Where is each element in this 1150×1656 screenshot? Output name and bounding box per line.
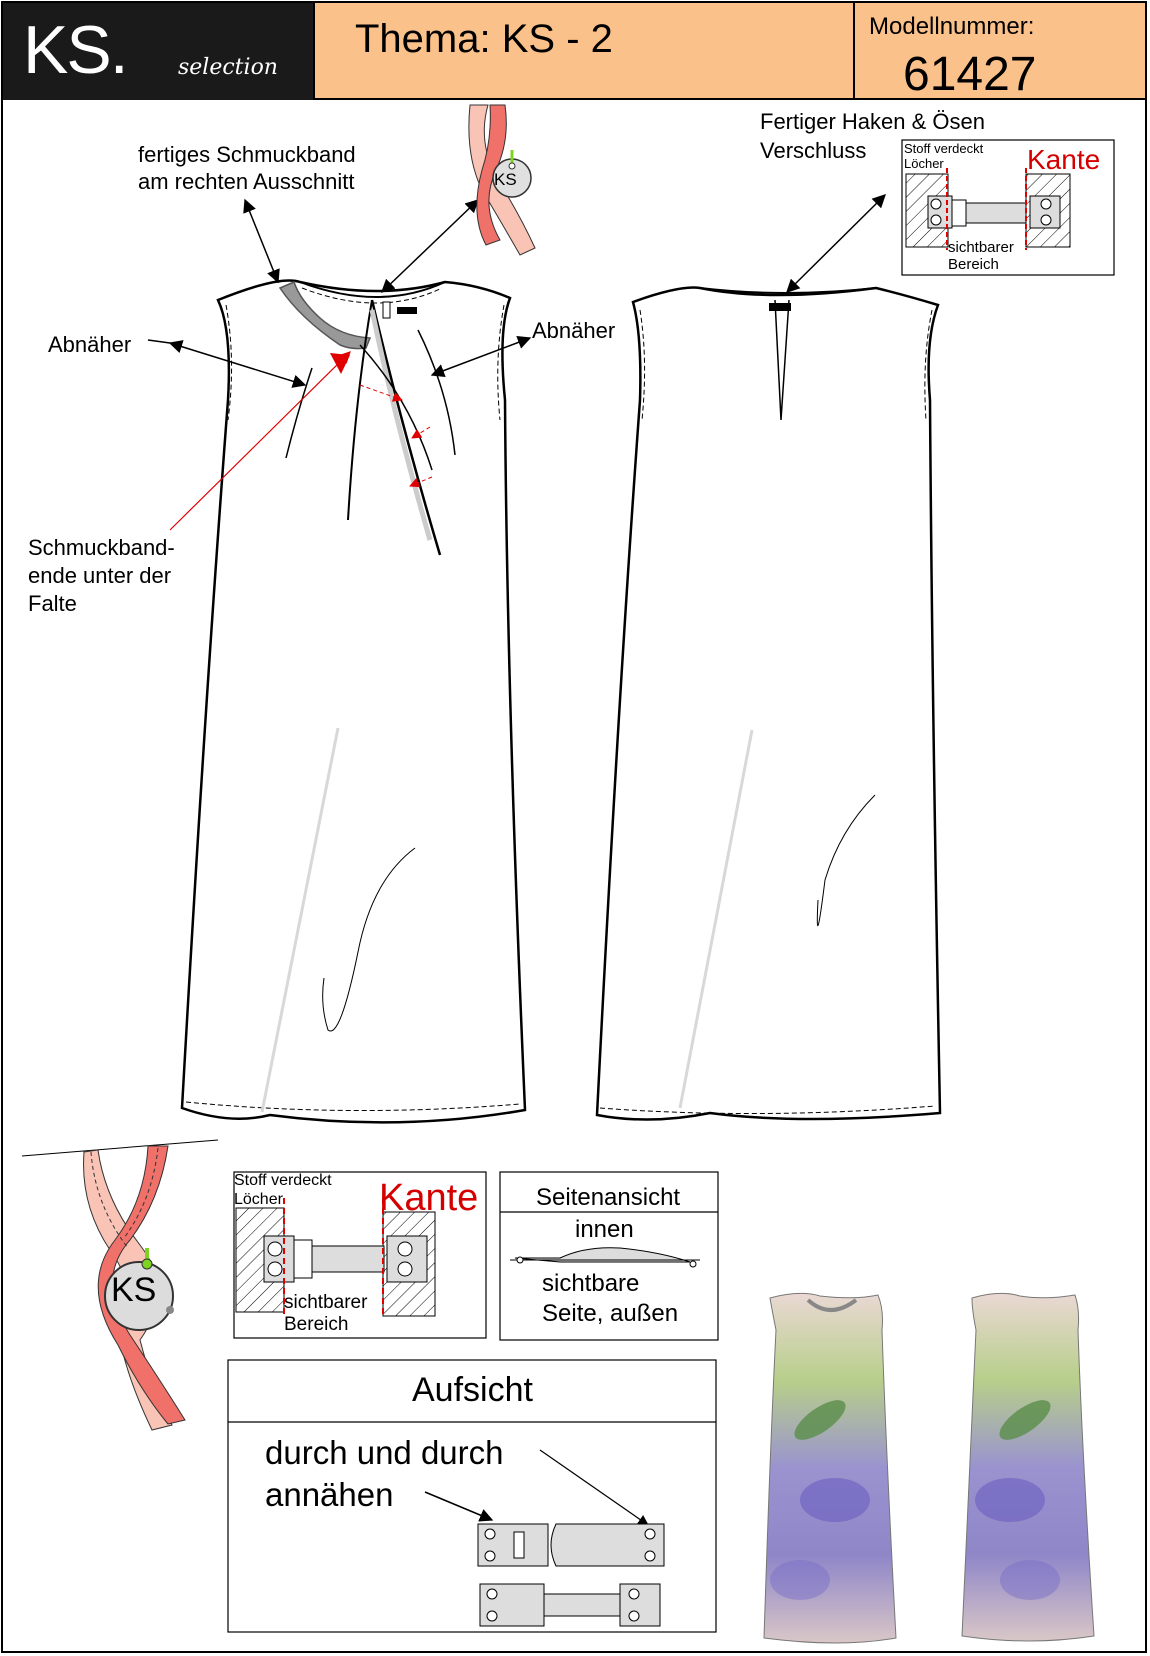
side-view-box bbox=[499, 1171, 719, 1341]
dart-label-right: Abnäher bbox=[532, 318, 616, 343]
front-dress bbox=[180, 279, 527, 1124]
ribbon-end-label-1: Schmuckband- bbox=[28, 535, 175, 560]
theme-title: Thema: KS - 2 bbox=[355, 17, 613, 61]
side-view-inside: innen bbox=[575, 1216, 634, 1243]
top-view-instruction-1: durch und durch bbox=[265, 1434, 504, 1471]
hook-detail-top bbox=[901, 139, 1115, 276]
logo-main: KS. bbox=[23, 12, 129, 88]
closure-label-1: Fertiger Haken & Ösen bbox=[760, 109, 985, 134]
floral-preview-back bbox=[961, 1292, 1095, 1642]
hook-bottom-edge: Kante bbox=[379, 1177, 479, 1219]
hook-top-holes: Löcher bbox=[904, 156, 944, 171]
theme-cell: Thema: KS - 2 bbox=[313, 3, 853, 100]
side-view-visible-1: sichtbare bbox=[542, 1270, 640, 1297]
ribbon-end-label-2: ende unter der bbox=[28, 563, 172, 588]
ks-tag-large: KS bbox=[111, 1271, 157, 1309]
hook-bottom-visible-1: sichtbarer bbox=[284, 1292, 368, 1313]
ribbon-label-1: fertiges Schmuckband bbox=[138, 142, 356, 167]
hook-bottom-fabric-covers: Stoff verdeckt bbox=[234, 1172, 332, 1189]
hook-top-fabric-covers: Stoff verdeckt bbox=[904, 141, 984, 156]
top-view-instruction-2: annähen bbox=[265, 1476, 394, 1513]
top-view-box bbox=[227, 1359, 717, 1633]
red-markers bbox=[169, 351, 433, 531]
side-view-visible-2: Seite, außen bbox=[542, 1300, 679, 1327]
model-label: Modellnummer: bbox=[869, 13, 1035, 40]
hook-top-visible-2: Bereich bbox=[948, 256, 999, 273]
brand-logo: KS. selection bbox=[3, 3, 313, 100]
hook-bottom-holes: Löcher bbox=[234, 1191, 283, 1208]
ribbon-top-illustration bbox=[468, 104, 536, 256]
dart-label-left: Abnäher bbox=[48, 332, 132, 357]
side-view-title: Seitenansicht bbox=[536, 1184, 681, 1211]
logo-sub: selection bbox=[178, 55, 278, 80]
floral-preview-front bbox=[763, 1292, 897, 1644]
hook-top-visible-1: sichtbarer bbox=[948, 239, 1014, 256]
hook-detail-bottom bbox=[233, 1171, 487, 1339]
top-view-title: Aufsicht bbox=[412, 1371, 533, 1409]
ribbon-bottom-illustration bbox=[21, 1139, 219, 1431]
closure-label-2: Verschluss bbox=[760, 138, 867, 163]
ribbon-label-2: am rechten Ausschnitt bbox=[138, 169, 355, 194]
back-dress bbox=[595, 286, 942, 1121]
model-number: 61427 bbox=[903, 48, 1037, 101]
callout-arrows bbox=[147, 194, 886, 388]
ks-tag-small: KS bbox=[494, 170, 517, 189]
ribbon-end-label-3: Falte bbox=[28, 591, 77, 616]
hook-top-edge: Kante bbox=[1027, 144, 1101, 175]
model-cell: Modellnummer: 61427 bbox=[853, 3, 1145, 101]
hook-bottom-visible-2: Bereich bbox=[284, 1314, 349, 1335]
